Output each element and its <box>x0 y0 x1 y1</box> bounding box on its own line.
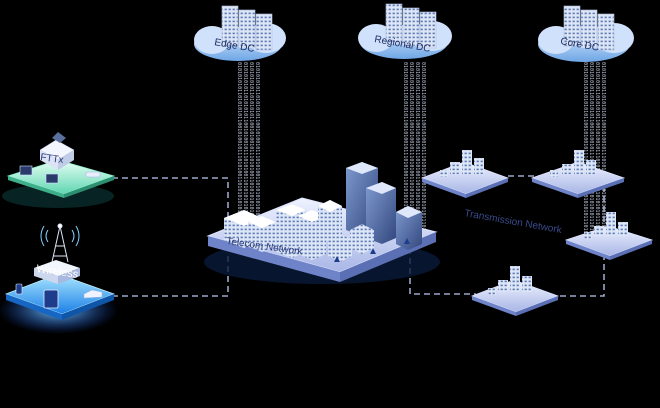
telecom-network-node: Telecom Network <box>204 162 440 284</box>
house-icon <box>39 132 75 170</box>
building-cluster-icon <box>550 150 596 177</box>
edge-binary-stream-2: 0101010101101010101100101001011101010011… <box>242 62 248 237</box>
wireless-node: Wireless <box>0 223 118 334</box>
core-binary-stream-3: 0101010101101010101100101001011101010011… <box>594 62 600 237</box>
signal-marker-icon <box>334 238 410 262</box>
server-rack-icon <box>563 5 615 51</box>
phone-icon <box>15 283 23 295</box>
transmission-ring-bottom-link <box>556 254 605 297</box>
car-icon <box>83 289 103 299</box>
router-icon <box>85 171 101 178</box>
transmission-site-4 <box>470 266 560 316</box>
tablet-icon <box>43 289 59 309</box>
building-cluster-icon <box>440 150 484 177</box>
regional-binary-stream-1: 0101010101101010101100101001011101010011… <box>402 62 408 237</box>
core-binary-stream-4: 0101010101101010101100101001011101010011… <box>600 62 606 237</box>
server-rack-icon <box>221 5 273 51</box>
cell-tower-icon <box>40 223 80 263</box>
core-dc: Core DC <box>538 5 634 62</box>
building-icon <box>34 260 80 284</box>
monitor-icon <box>19 165 59 184</box>
transmission-network-label: Transmission Network <box>463 208 563 236</box>
core-binary-stream-2: 0101010101101010101100101001011101010011… <box>588 62 594 237</box>
edge-dc: Edge DC <box>194 5 286 61</box>
core-binary-stream-1: 0101010101101010101100101001011101010011… <box>582 62 588 237</box>
edge-binary-stream-3: 0101010101101010101100101001011101010011… <box>248 62 254 237</box>
edge-binary-stream-4: 0101010101101010101100101001011101010011… <box>254 62 260 237</box>
ftth-label: FTTx <box>40 152 65 166</box>
ftth-node: FTTx <box>2 132 116 208</box>
regional-binary-stream-2: 0101010101101010101100101001011101010011… <box>408 62 414 237</box>
building-cluster-icon <box>584 212 628 239</box>
transmission-network: Transmission Network <box>420 150 654 316</box>
ftth-to-telecom-link <box>112 177 229 220</box>
edge-binary-stream-1: 0101010101101010101100101001011101010011… <box>236 62 242 237</box>
city-buildings <box>224 162 422 262</box>
wireless-label: Wireless <box>36 263 80 281</box>
server-rack-icon <box>385 3 437 49</box>
binary-streams: 0101010101101010101100101001011101010011… <box>236 62 606 237</box>
transmission-site-1 <box>420 150 510 198</box>
transmission-site-3 <box>564 212 654 260</box>
regional-binary-stream-3: 0101010101101010101100101001011101010011… <box>414 62 420 237</box>
building-cluster-icon <box>488 266 532 295</box>
regional-binary-stream-4: 0101010101101010101100101001011101010011… <box>420 62 426 237</box>
transmission-site-2 <box>530 150 626 198</box>
regional-dc: Regional DC <box>358 3 452 59</box>
